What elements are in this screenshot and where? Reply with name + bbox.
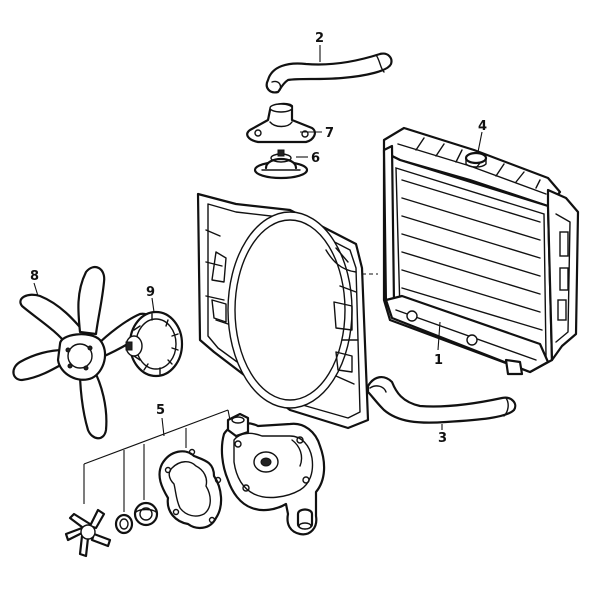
callout-3: 3 xyxy=(438,431,447,446)
upper-radiator-hose: 2 xyxy=(265,31,393,94)
lower-radiator-hose: 3 xyxy=(366,376,517,446)
fan-shroud xyxy=(196,192,378,430)
callout-8: 8 xyxy=(30,269,39,284)
callout-5: 5 xyxy=(156,403,165,418)
radiator-cap: 4 xyxy=(464,119,488,168)
callout-7: 7 xyxy=(325,126,334,141)
fan-clutch: 9 xyxy=(125,285,184,378)
callout-1: 1 xyxy=(434,353,443,368)
thermostat-housing: 7 xyxy=(246,102,334,144)
radiator: 4 1 xyxy=(382,119,580,376)
callout-6: 6 xyxy=(311,151,320,166)
pump-gasket xyxy=(158,448,223,530)
water-pump-group: 5 xyxy=(64,403,326,558)
pump-seal xyxy=(114,513,134,535)
pump-impeller xyxy=(64,508,112,558)
callout-9: 9 xyxy=(146,285,155,300)
callout-2: 2 xyxy=(315,31,324,46)
fan-blade: 8 xyxy=(12,265,153,440)
thermostat: 6 xyxy=(253,149,320,180)
pump-pulley-hub xyxy=(133,501,159,527)
callout-4: 4 xyxy=(478,119,487,134)
water-pump xyxy=(220,412,326,536)
